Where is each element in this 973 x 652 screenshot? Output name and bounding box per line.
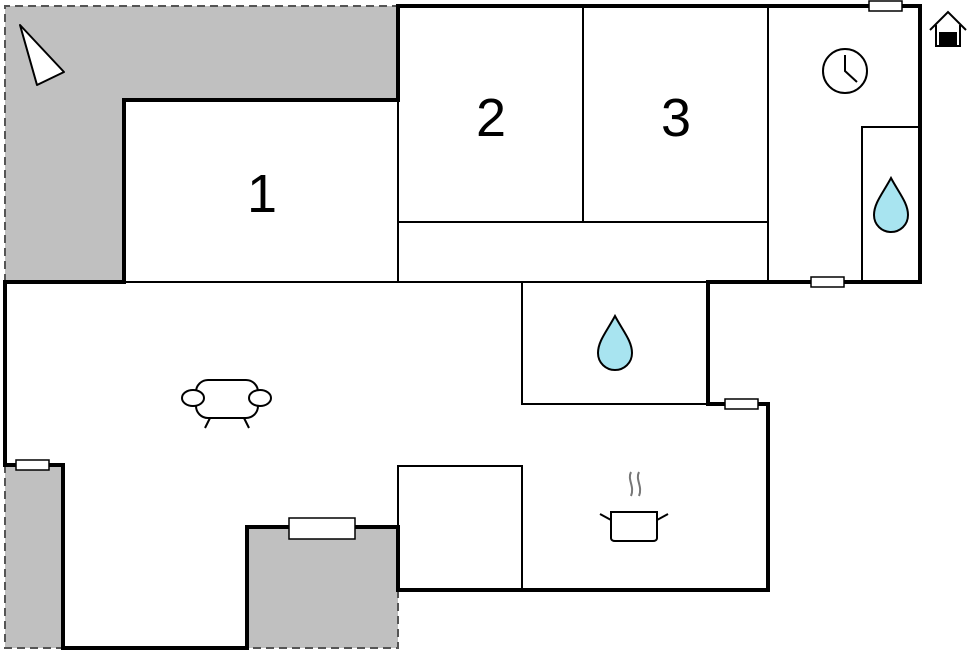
interior-walls <box>124 6 920 590</box>
terrace-top-left-dashed-edge <box>4 5 398 282</box>
terrace-bottom-left-dashed-edge <box>4 465 63 649</box>
terrace-bottom-middle-dashed-edge <box>247 590 399 649</box>
water-drop-icon <box>596 313 634 372</box>
water-drop-icon <box>872 175 910 234</box>
window-bathroom <box>810 276 845 288</box>
terrace-top-left <box>5 6 398 282</box>
terrace-bottom-left <box>5 465 63 648</box>
window-kitchen <box>724 398 759 410</box>
window-left <box>15 459 50 471</box>
terrace-areas <box>4 5 399 649</box>
room-label-1: 1 <box>247 164 277 224</box>
window-bottom <box>288 517 356 540</box>
room-label-2: 2 <box>476 88 506 148</box>
clock-icon <box>822 48 868 94</box>
exterior-wall <box>3 4 922 650</box>
terrace-bottom-middle <box>247 527 398 648</box>
window-top-right <box>868 0 903 12</box>
windows <box>15 0 903 540</box>
entrance-house-icon <box>929 10 967 47</box>
sofa-icon <box>181 379 272 429</box>
room-label-3: 3 <box>661 88 691 148</box>
north-arrow-icon <box>19 24 65 86</box>
cooking-pot-icon <box>599 471 669 542</box>
